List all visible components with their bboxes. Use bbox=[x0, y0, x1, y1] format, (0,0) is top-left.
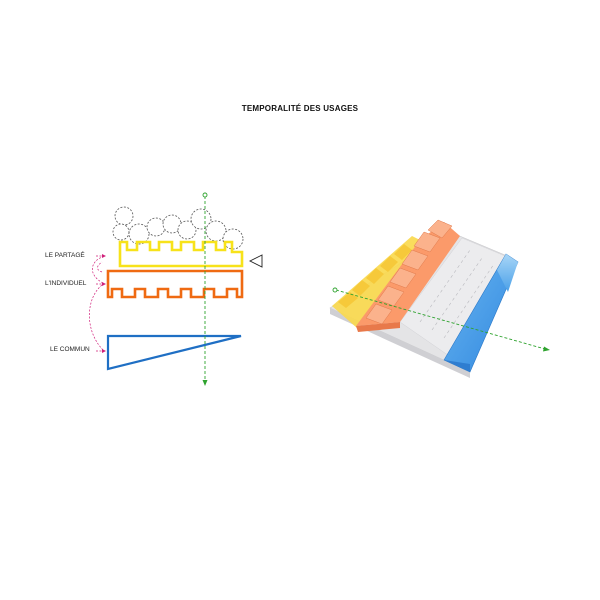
l-individuel-shape bbox=[106, 269, 244, 299]
green-axis-3d bbox=[332, 287, 550, 352]
isometric-building-model bbox=[329, 219, 519, 378]
connector-arrowheads bbox=[102, 254, 106, 353]
le-partage-shape bbox=[118, 240, 244, 268]
diagram-title: TEMPORALITÉ DES USAGES bbox=[241, 104, 359, 113]
connector-arrows bbox=[89, 255, 104, 352]
label-l-individuel: L'INDIVIDUEL bbox=[45, 280, 87, 287]
dashed-cloud-outline bbox=[112, 206, 244, 250]
green-time-axis bbox=[202, 192, 208, 386]
label-le-commun: LE COMMUN bbox=[50, 346, 90, 353]
triangle-marker-icon bbox=[248, 254, 263, 268]
label-le-partage: LE PARTAGÉ bbox=[45, 252, 85, 259]
le-commun-shape bbox=[106, 334, 242, 371]
